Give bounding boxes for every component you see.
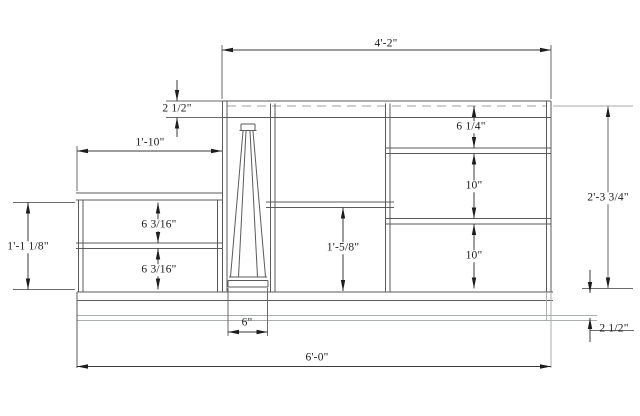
dim-right-middle-arrow-up [471,153,477,165]
dim-top-width-arrow-left [222,47,233,53]
dim-top-thickness-arrow-down [174,90,180,101]
dim-cabinet-space-upper-arrow-down [155,232,161,243]
dim-label-desk-top-width: 4'-2" [374,37,398,50]
dim-cabinet-space-lower-arrow-up [155,248,161,260]
dim-side-height-arrow-down [605,277,611,289]
dim-middle-clearance-arrow-up [340,207,346,219]
trestle-leg-outer-left-line [230,130,244,278]
dim-label-desk-side-height: 2'-3 3/4" [584,192,632,204]
dim-right-top-arrow-up [471,106,477,117]
dim-label-base-rail-thickness: 2 1/2" [599,322,629,335]
dim-cabinet-space-lower-arrow-down [155,278,161,290]
dim-overall-width-arrow-left [77,364,88,369]
dim-top-width-arrow-right [540,47,551,53]
dim-right-bottom-arrow-down [471,277,477,289]
dim-right-top-arrow-down [471,137,477,148]
dim-label-cabinet-width: 1'-10" [135,136,165,149]
dim-side-height-arrow-up [605,106,611,117]
dim-label-overall-width: 6'-0" [305,351,329,364]
dim-right-bottom-arrow-up [471,224,477,235]
dim-label-cabinet-space-upper: 6 3/16" [138,219,180,231]
dim-cabinet-height-arrow-down [25,278,31,290]
dim-top-thickness-arrow-up [174,117,180,129]
dim-label-trestle-base-width: 6" [241,316,253,329]
desk-unit [222,100,552,292]
trestle-leg-outer-right-line [252,130,266,278]
trestle-leg [227,123,269,288]
dim-label-middle-shelf-clearance: 1'-5/8" [323,242,363,254]
dim-trestle-base-arrow-left [228,329,239,335]
trestle-leg-inner-left-line [238,130,247,278]
dim-base-rail-arrow-up [587,318,593,329]
dim-cabinet-width-arrow-left [77,148,88,154]
dim-trestle-base-arrow-right [256,329,268,335]
dim-cabinet-width-arrow-right [211,148,222,154]
dimensions [13,45,634,369]
dim-middle-clearance-arrow-down [340,280,346,291]
trestle-leg-inner-right-line [249,130,258,278]
dim-cabinet-height-arrow-up [25,202,31,214]
dim-right-middle-arrow-down [471,207,477,219]
dim-label-right-bay-top-space: 6 1/4" [453,121,489,133]
dim-cabinet-space-upper-arrow-up [155,202,161,214]
dim-label-cabinet-height: 1'-1 1/8" [4,241,52,253]
dim-label-right-bay-bottom-space: 10" [462,250,486,262]
dim-overall-width-arrow-right [540,364,551,369]
left-cabinet [76,192,223,292]
dim-label-cabinet-space-lower: 6 3/16" [138,264,180,276]
dim-label-right-bay-middle-space: 10" [462,180,486,192]
dim-base-rail-arrow-down [587,282,593,293]
base-bench [76,291,597,368]
dim-label-desk-top-thickness: 2 1/2" [162,102,192,115]
